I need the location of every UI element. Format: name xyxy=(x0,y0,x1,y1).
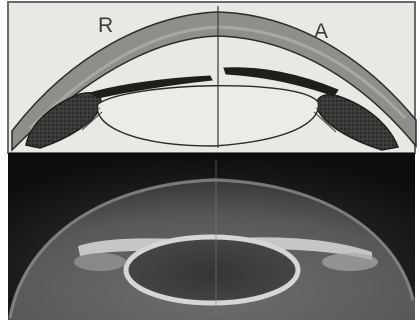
ultrasound-ciliary-left xyxy=(74,253,126,271)
ultrasound-ciliary-right xyxy=(322,253,378,271)
label-a: A xyxy=(314,20,328,43)
ultrasound-panel xyxy=(8,153,415,320)
label-r: R xyxy=(98,14,113,37)
schematic-panel: R A xyxy=(8,2,416,153)
ultrasound-lens xyxy=(126,237,298,303)
